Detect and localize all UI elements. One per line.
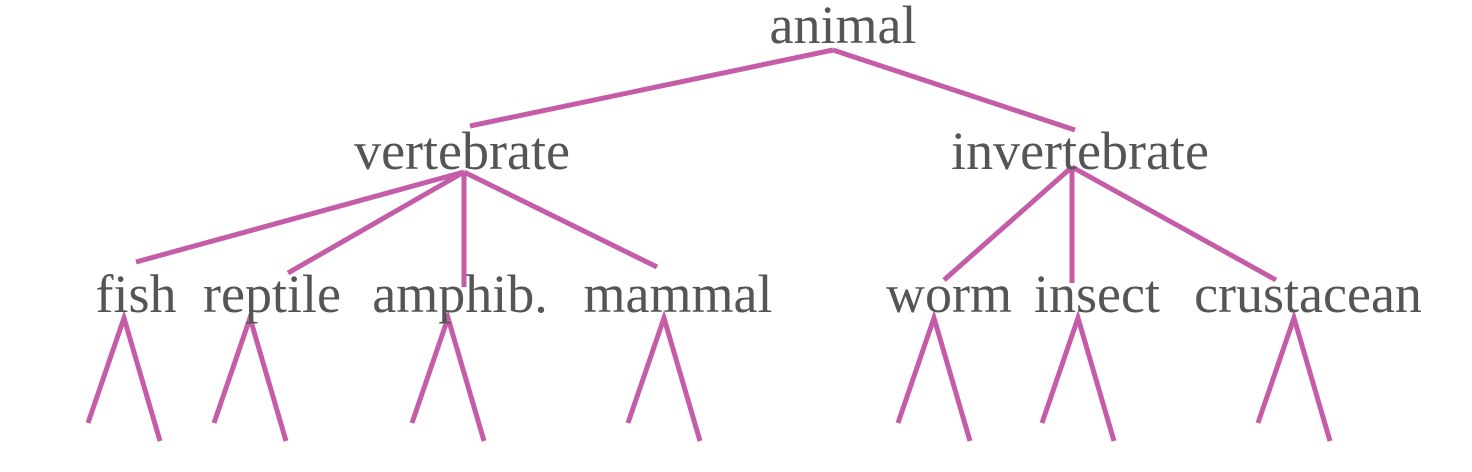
node-insect: insect <box>1034 264 1160 324</box>
node-crustacean: crustacean <box>1194 264 1422 324</box>
node-invertebrate: invertebrate <box>951 121 1209 181</box>
branch-amphib <box>409 309 487 442</box>
node-worm: worm <box>886 264 1012 324</box>
edge-vertebrate-reptile <box>286 169 466 276</box>
edge-vertebrate-fish <box>135 169 465 265</box>
edge-vertebrate-mammal <box>462 169 659 270</box>
branch-mammal <box>625 309 703 442</box>
branch-crustacean <box>1255 309 1333 442</box>
node-reptile: reptile <box>203 264 341 324</box>
edge-animal-vertebrate <box>469 47 834 129</box>
node-fish: fish <box>96 264 177 324</box>
node-amphib: amphib. <box>372 264 547 324</box>
node-animal: animal <box>770 0 917 55</box>
edge-animal-invertebrate <box>832 47 1076 133</box>
branch-worm <box>895 309 973 442</box>
node-mammal: mammal <box>584 264 773 324</box>
edge-invertebrate-crustacean <box>1070 164 1278 283</box>
edge-invertebrate-worm <box>942 165 1074 282</box>
node-vertebrate: vertebrate <box>354 121 570 181</box>
branch-reptile <box>211 309 289 442</box>
branch-insect <box>1039 309 1117 442</box>
branch-fish <box>85 309 163 442</box>
